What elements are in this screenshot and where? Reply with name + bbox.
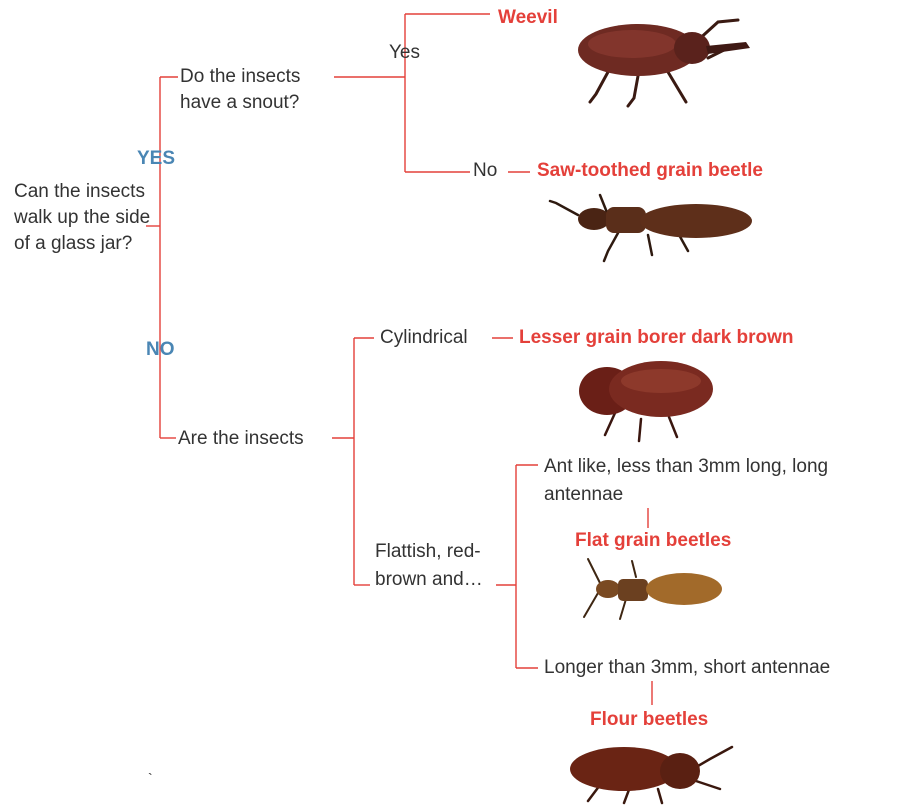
weevil-photo [568, 2, 758, 112]
snout-yes-label: Yes [389, 40, 420, 66]
root-question: Can the insects walk up the side of a gl… [14, 179, 164, 257]
answer-no-label: NO [146, 337, 175, 363]
flat-grain-beetle-photo [580, 553, 725, 628]
lesser-grain-borer-photo [565, 353, 725, 443]
flour-beetle-photo [560, 733, 745, 805]
stray-mark: ` [148, 765, 153, 791]
lesser-grain-borer-label: Lesser grain borer dark brown [519, 325, 794, 351]
longer-question: Longer than 3mm, short antennae [544, 655, 830, 681]
saw-toothed-grain-beetle-label: Saw-toothed grain beetle [537, 158, 763, 184]
weevil-label: Weevil [498, 5, 558, 31]
snout-no-label: No [473, 158, 497, 184]
answer-yes-label: YES [137, 146, 175, 172]
cylindrical-label: Cylindrical [380, 325, 468, 351]
saw-toothed-grain-beetle-photo [548, 185, 763, 265]
flattish-question: Flattish, red-brown and… [375, 538, 495, 594]
ant-like-question: Ant like, less than 3mm long, long anten… [544, 453, 874, 509]
flat-grain-beetles-label: Flat grain beetles [575, 528, 731, 554]
shape-question: Are the insects [178, 426, 304, 452]
flour-beetles-label: Flour beetles [590, 707, 708, 733]
snout-question: Do the insects have a snout? [180, 64, 340, 116]
